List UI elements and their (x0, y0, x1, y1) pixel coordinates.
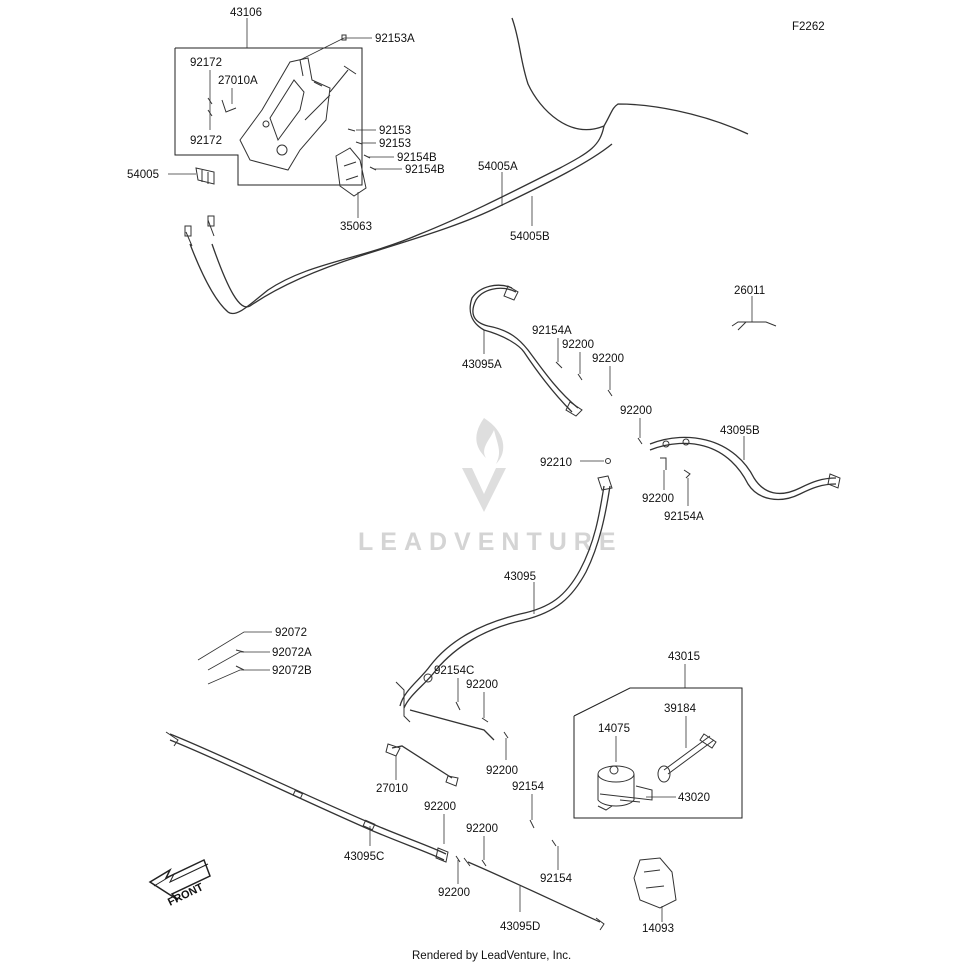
label-27010: 27010 (376, 783, 408, 795)
label-43095B: 43095B (720, 425, 760, 437)
label-39184: 39184 (664, 703, 697, 715)
label-14093: 14093 (642, 923, 674, 935)
label-92200-5: 92200 (466, 679, 498, 691)
figure-code: F2262 (792, 21, 825, 33)
fasteners-middle: 92154A 92200 92200 92200 (532, 325, 652, 445)
label-92200-4: 92200 (642, 493, 674, 505)
brake-lines-54005: 54005A 54005B (184, 17, 749, 315)
clips-92072: 92072 92072A 92072B (197, 627, 312, 685)
label-92200-8: 92200 (466, 823, 498, 835)
label-43095A: 43095A (462, 359, 502, 371)
bracket-35063: 35063 (335, 147, 372, 233)
hose-43095B: 43095B (649, 425, 841, 501)
label-92172-bot: 92172 (190, 135, 222, 147)
label-26011: 26011 (734, 285, 765, 297)
label-92154C: 92154C (434, 665, 474, 677)
label-92200-7: 92200 (424, 801, 456, 813)
label-92200-6: 92200 (486, 765, 518, 777)
label-92210: 92210 (540, 457, 572, 469)
hose-43095: 43095 (395, 475, 613, 741)
label-27010A: 27010A (218, 75, 258, 87)
leadventure-watermark: LEADVENTURE (358, 418, 623, 556)
label-92072B: 92072B (272, 665, 312, 677)
clip-54005: 54005 (127, 167, 215, 185)
label-92154A-2: 92154A (664, 511, 704, 523)
label-92200-1: 92200 (562, 339, 594, 351)
part-92210: 92210 (540, 457, 611, 469)
fasteners-top: 92153 92153 92154B 92154B (347, 125, 445, 176)
watermark-text: LEADVENTURE (358, 528, 623, 556)
label-54005B: 54005B (510, 231, 550, 243)
label-43095C: 43095C (344, 851, 384, 863)
label-43095: 43095 (504, 571, 536, 583)
label-92154B-1: 92154B (397, 152, 437, 164)
label-35063: 35063 (340, 221, 372, 233)
label-92153-1: 92153 (379, 125, 411, 137)
label-43095D: 43095D (500, 921, 540, 933)
group-43106: 92153A 43106 92172 27010A 92172 (174, 7, 415, 186)
part-26011: 26011 (731, 285, 777, 331)
rod-43095D: 43095D (463, 857, 605, 933)
label-92153A: 92153A (375, 33, 415, 45)
part-27010: 27010 (376, 743, 459, 795)
label-92153-2: 92153 (379, 138, 411, 150)
fasteners-lower: 92200 92154 92200 92154 92200 (424, 781, 573, 899)
bracket-14093: 14093 (633, 857, 677, 935)
label-92154-2: 92154 (540, 873, 573, 885)
label-92200-3: 92200 (620, 405, 652, 417)
label-92154B-2: 92154B (405, 164, 445, 176)
cable-43095C: 43095C (165, 731, 449, 863)
label-92154-1: 92154 (512, 781, 545, 793)
master-cylinder (597, 765, 653, 811)
label-54005A: 54005A (478, 161, 518, 173)
hose-43095A: 43095A (462, 284, 583, 417)
group-43015-box (573, 687, 743, 819)
label-14075: 14075 (598, 723, 630, 735)
group-43106-box (174, 47, 363, 186)
label-43015: 43015 (668, 651, 700, 663)
footer-credit: Rendered by LeadVenture, Inc. (412, 950, 571, 962)
fasteners-center: 92154C 92200 92200 (434, 665, 518, 777)
label-92072A: 92072A (272, 647, 312, 659)
label-92172-top: 92172 (190, 57, 222, 69)
group-43015: 43015 14075 39184 43020 (573, 651, 743, 819)
label-54005: 54005 (127, 169, 159, 181)
pushrod-39184 (657, 733, 717, 783)
fasteners-right: 92200 92154A (642, 457, 704, 523)
label-92072: 92072 (275, 627, 307, 639)
front-arrow: FRONT (148, 858, 211, 909)
label-92200-9: 92200 (438, 887, 470, 899)
label-43020: 43020 (678, 792, 710, 804)
label-43106: 43106 (230, 7, 262, 19)
label-92200-2: 92200 (592, 353, 624, 365)
label-92154A-1: 92154A (532, 325, 572, 337)
